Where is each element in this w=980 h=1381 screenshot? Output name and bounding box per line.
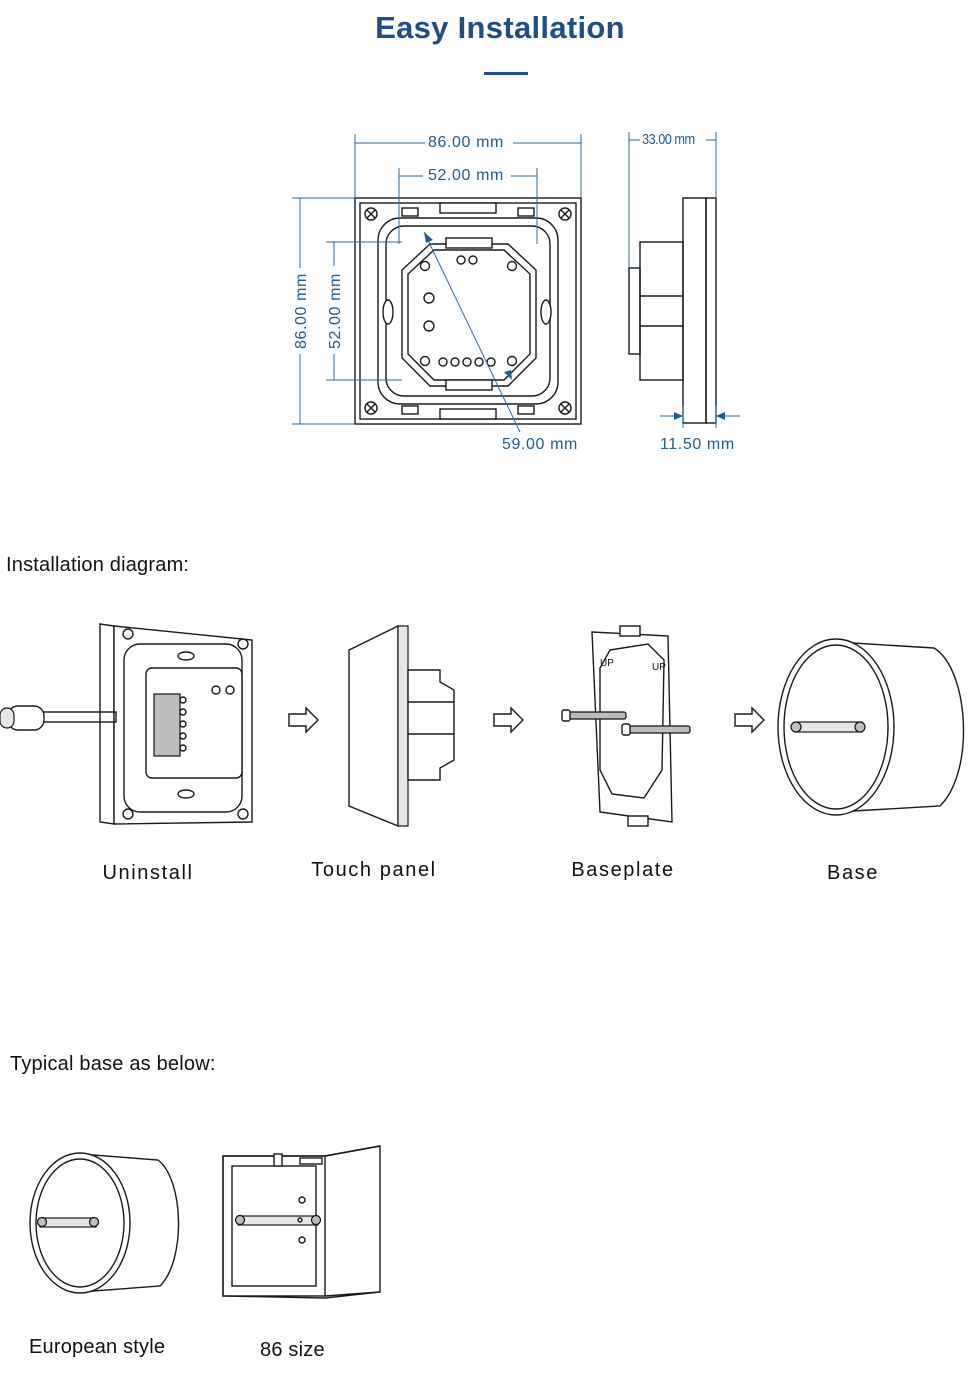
uninstall-illustration	[0, 623, 253, 825]
typical-base-heading: Typical base as below:	[10, 1053, 216, 1075]
touch-panel-illustration	[348, 624, 455, 828]
svg-text:UP: UP	[652, 662, 666, 673]
base-illustration	[777, 638, 965, 816]
step-label-uninstall: Uninstall	[102, 862, 194, 884]
dim-diagonal: 59.00 mm	[502, 436, 578, 453]
step-label-touch-panel: Touch panel	[311, 859, 437, 881]
step-label-base: Base	[827, 862, 879, 884]
base-label-86-size: 86 size	[260, 1339, 325, 1361]
installation-steps-illustration: UP UP	[0, 623, 965, 828]
dim-module-width: 52.00 mm	[428, 167, 504, 184]
title-underline	[484, 72, 528, 75]
dim-panel-width: 86.00 mm	[428, 134, 504, 151]
dim-panel-height: 86.00 mm	[293, 273, 310, 349]
baseplate-illustration: UP UP	[561, 625, 691, 827]
page-title: Easy Installation	[375, 10, 625, 45]
dim-depth: 33.00 mm	[642, 131, 695, 148]
base-label-european: European style	[29, 1336, 166, 1358]
front-view-drawing	[292, 132, 740, 433]
svg-text:UP: UP	[600, 658, 614, 669]
dim-panel-thickness: 11.50 mm	[660, 436, 735, 453]
typical-base-illustration	[29, 1145, 381, 1299]
86-size-box	[222, 1145, 381, 1299]
dim-module-height: 52.00 mm	[327, 273, 344, 349]
step-label-baseplate: Baseplate	[571, 859, 675, 881]
european-style-box	[29, 1152, 180, 1294]
installation-heading: Installation diagram:	[6, 554, 190, 576]
